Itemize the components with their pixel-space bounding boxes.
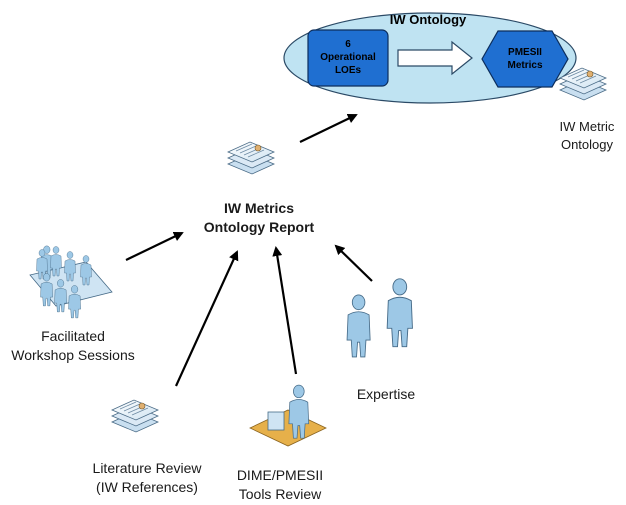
report-label: IW Metrics Ontology Report <box>196 199 322 237</box>
loe-line2: Operational <box>320 52 376 63</box>
workshop-line1: Facilitated <box>41 328 105 344</box>
workshop-group-icon <box>29 245 113 319</box>
ontology-title: IW Ontology <box>390 12 467 27</box>
expertise-label: Expertise <box>356 386 416 402</box>
workshop-to-report-arrow <box>125 231 184 261</box>
pmesii-line1: PMESII <box>508 47 542 58</box>
tools-line1: DIME/PMESII <box>236 467 324 483</box>
report-to-ontology-arrow <box>299 113 358 143</box>
report-line1: IW Metrics <box>223 200 294 216</box>
loe-box <box>307 29 389 87</box>
expertise-to-report-arrow <box>334 244 373 282</box>
pmesii-line2: Metrics <box>507 60 542 71</box>
literature-line2: (IW References) <box>96 479 198 495</box>
expertise-people-icon <box>346 278 413 358</box>
metric-ontology-line2: Ontology <box>560 137 614 152</box>
tools-line2: Tools Review <box>238 486 322 502</box>
tools-label: DIME/PMESII Tools Review <box>228 466 332 504</box>
tools-to-report-arrow <box>272 246 298 375</box>
pmesii-hexagon <box>481 30 569 88</box>
workshop-label: Facilitated Workshop Sessions <box>0 327 146 365</box>
report-line2: Ontology Report <box>203 219 315 235</box>
workshop-line2: Workshop Sessions <box>11 347 135 363</box>
loe-line1: 6 <box>345 39 351 50</box>
literature-line1: Literature Review <box>92 460 202 476</box>
report-document-icon <box>227 141 275 175</box>
literature-label: Literature Review (IW References) <box>80 459 214 497</box>
metric-ontology-line1: IW Metric <box>559 119 615 134</box>
loe-line3: LOEs <box>335 65 362 76</box>
literature-document-icon <box>111 399 159 433</box>
metric-ontology-label: IW Metric Ontology <box>548 118 626 154</box>
computer-workstation-icon <box>249 384 327 447</box>
literature-to-report-arrow <box>174 250 239 387</box>
ontology-arrow <box>397 40 473 76</box>
